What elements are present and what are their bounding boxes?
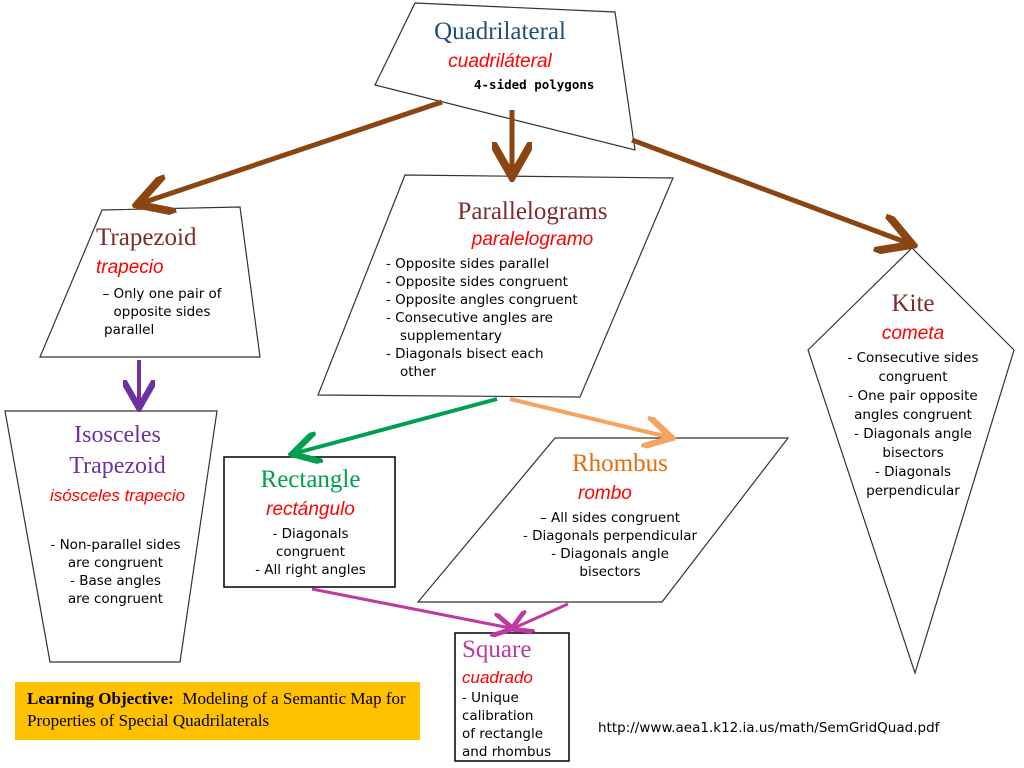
rhombus-node: Rhombus rombo [572,450,668,506]
parallelogram-prop-3: - Opposite angles congruent [386,292,578,308]
quadrilateral-title: Quadrilateral [434,18,566,45]
rectangle-spanish: rectángulo [266,499,355,520]
kite-prop-2: - One pair opposite [848,388,978,404]
rectangle-title: Rectangle [260,466,361,493]
square-prop-1c: of rectangle [462,726,544,742]
isosceles-prop-2: - Base angles [70,573,161,589]
trapezoid-prop-1: – Only one pair of [102,286,222,302]
kite-node: Kite cometa [843,290,983,346]
rectangle-shape [223,456,396,588]
learning-objective-text: Modeling of a Semantic Map for Propertie… [27,689,406,730]
kite-prop-3b: bisectors [882,445,944,461]
rhombus-prop-3b: bisectors [579,564,641,580]
kite-properties: - Consecutive sides congruent - One pair… [838,349,988,501]
rhombus-prop-2: - Diagonals perpendicular [522,528,698,544]
rhombus-properties: – All sides congruent - Diagonals perpen… [510,509,710,581]
parallelogram-prop-5: - Diagonals bisect each [386,346,544,362]
square-title: Square [462,636,532,663]
kite-spanish: cometa [881,323,945,344]
learning-objective-box: Learning Objective: Modeling of a Semant… [15,682,420,740]
parallelogram-properties: - Opposite sides parallel - Opposite sid… [386,255,578,381]
trapezoid-spanish: trapecio [96,257,164,278]
isosceles-title-line1: Isosceles [74,422,161,448]
isosceles-prop-2b: are congruent [67,591,164,607]
rectangle-properties: - Diagonals congruent - All right angles [228,525,393,579]
learning-objective-label: Learning Objective: [27,689,174,708]
rectangle-prop-1: - Diagonals [272,526,349,542]
rhombus-prop-1: – All sides congruent [539,510,681,526]
square-prop-1d: and rhombus [462,744,552,760]
isosceles-properties: - Non-parallel sides are congruent - Bas… [38,536,193,608]
arrow-parallelogram-to-rhombus [509,397,668,437]
trapezoid-prop-1b: opposite sides [113,304,211,320]
square-prop-1: - Unique [462,690,519,706]
square-prop-1b: calibration [462,708,534,724]
parallelogram-spanish: paralelogramo [471,229,594,250]
kite-prop-3: - Diagonals angle [854,426,972,442]
rectangle-prop-1b: congruent [275,544,346,560]
quadrilateral-shape [374,2,636,151]
kite-shape [807,247,1015,675]
square-spanish: cuadrado [462,668,533,687]
trapezoid-prop-1c: parallel [104,322,155,338]
kite-prop-1: - Consecutive sides [847,350,979,366]
arrow-rectangle-to-square [311,587,510,628]
arrow-quad-to-trapezoid [142,99,443,203]
rhombus-shape [416,437,790,603]
parallelogram-title: Parallelograms [457,198,608,225]
square-properties: - Unique calibration of rectangle and rh… [462,689,551,761]
arrow-parallelogram-to-rectangle [296,397,498,453]
square-shape [454,632,570,762]
parallelogram-shape [317,174,674,398]
rectangle-prop-2: - All right angles [255,562,366,578]
isosceles-trapezoid-node: Isosceles Trapezoid isósceles trapecio [20,420,215,508]
parallelogram-prop-1: - Opposite sides parallel [386,256,550,272]
rhombus-prop-3: - Diagonals angle [551,546,669,562]
kite-prop-4: - Diagonals [874,464,952,480]
isosceles-title-line2: Trapezoid [69,453,166,479]
rhombus-spanish: rombo [578,483,632,504]
square-node: Square cuadrado [462,636,533,690]
arrow-rhombus-to-square [514,602,569,628]
isosceles-spanish: isósceles trapecio [49,486,186,505]
kite-prop-2b: angles congruent [854,407,972,423]
kite-title: Kite [891,290,935,317]
parallelogram-prop-4: - Consecutive angles are [386,310,553,326]
trapezoid-title: Trapezoid [96,224,197,251]
trapezoid-properties: – Only one pair of opposite sides parall… [92,285,232,339]
parallelogram-prop-2: - Opposite sides congruent [386,274,568,290]
source-url: http://www.aea1.k12.ia.us/math/SemGridQu… [598,720,940,736]
quadrilateral-description: 4-sided polygons [474,77,595,92]
quadrilateral-node: Quadrilateral cuadriláteral [405,18,595,74]
parallelogram-prop-4b: supplementary [400,328,502,344]
isosceles-prop-1: - Non-parallel sides [50,537,181,553]
rhombus-title: Rhombus [572,450,668,477]
kite-prop-4b: perpendicular [866,483,960,499]
isosceles-prop-1b: are congruent [67,555,164,571]
kite-prop-1b: congruent [878,369,948,385]
parallelogram-prop-5b: other [400,364,436,380]
parallelogram-node: Parallelograms paralelogramo [430,198,635,252]
trapezoid-shape [39,206,261,358]
quadrilateral-spanish: cuadriláteral [448,51,552,72]
trapezoid-node: Trapezoid trapecio [96,224,196,280]
arrow-quad-to-kite [631,137,908,243]
rectangle-node: Rectangle rectángulo [228,466,393,522]
